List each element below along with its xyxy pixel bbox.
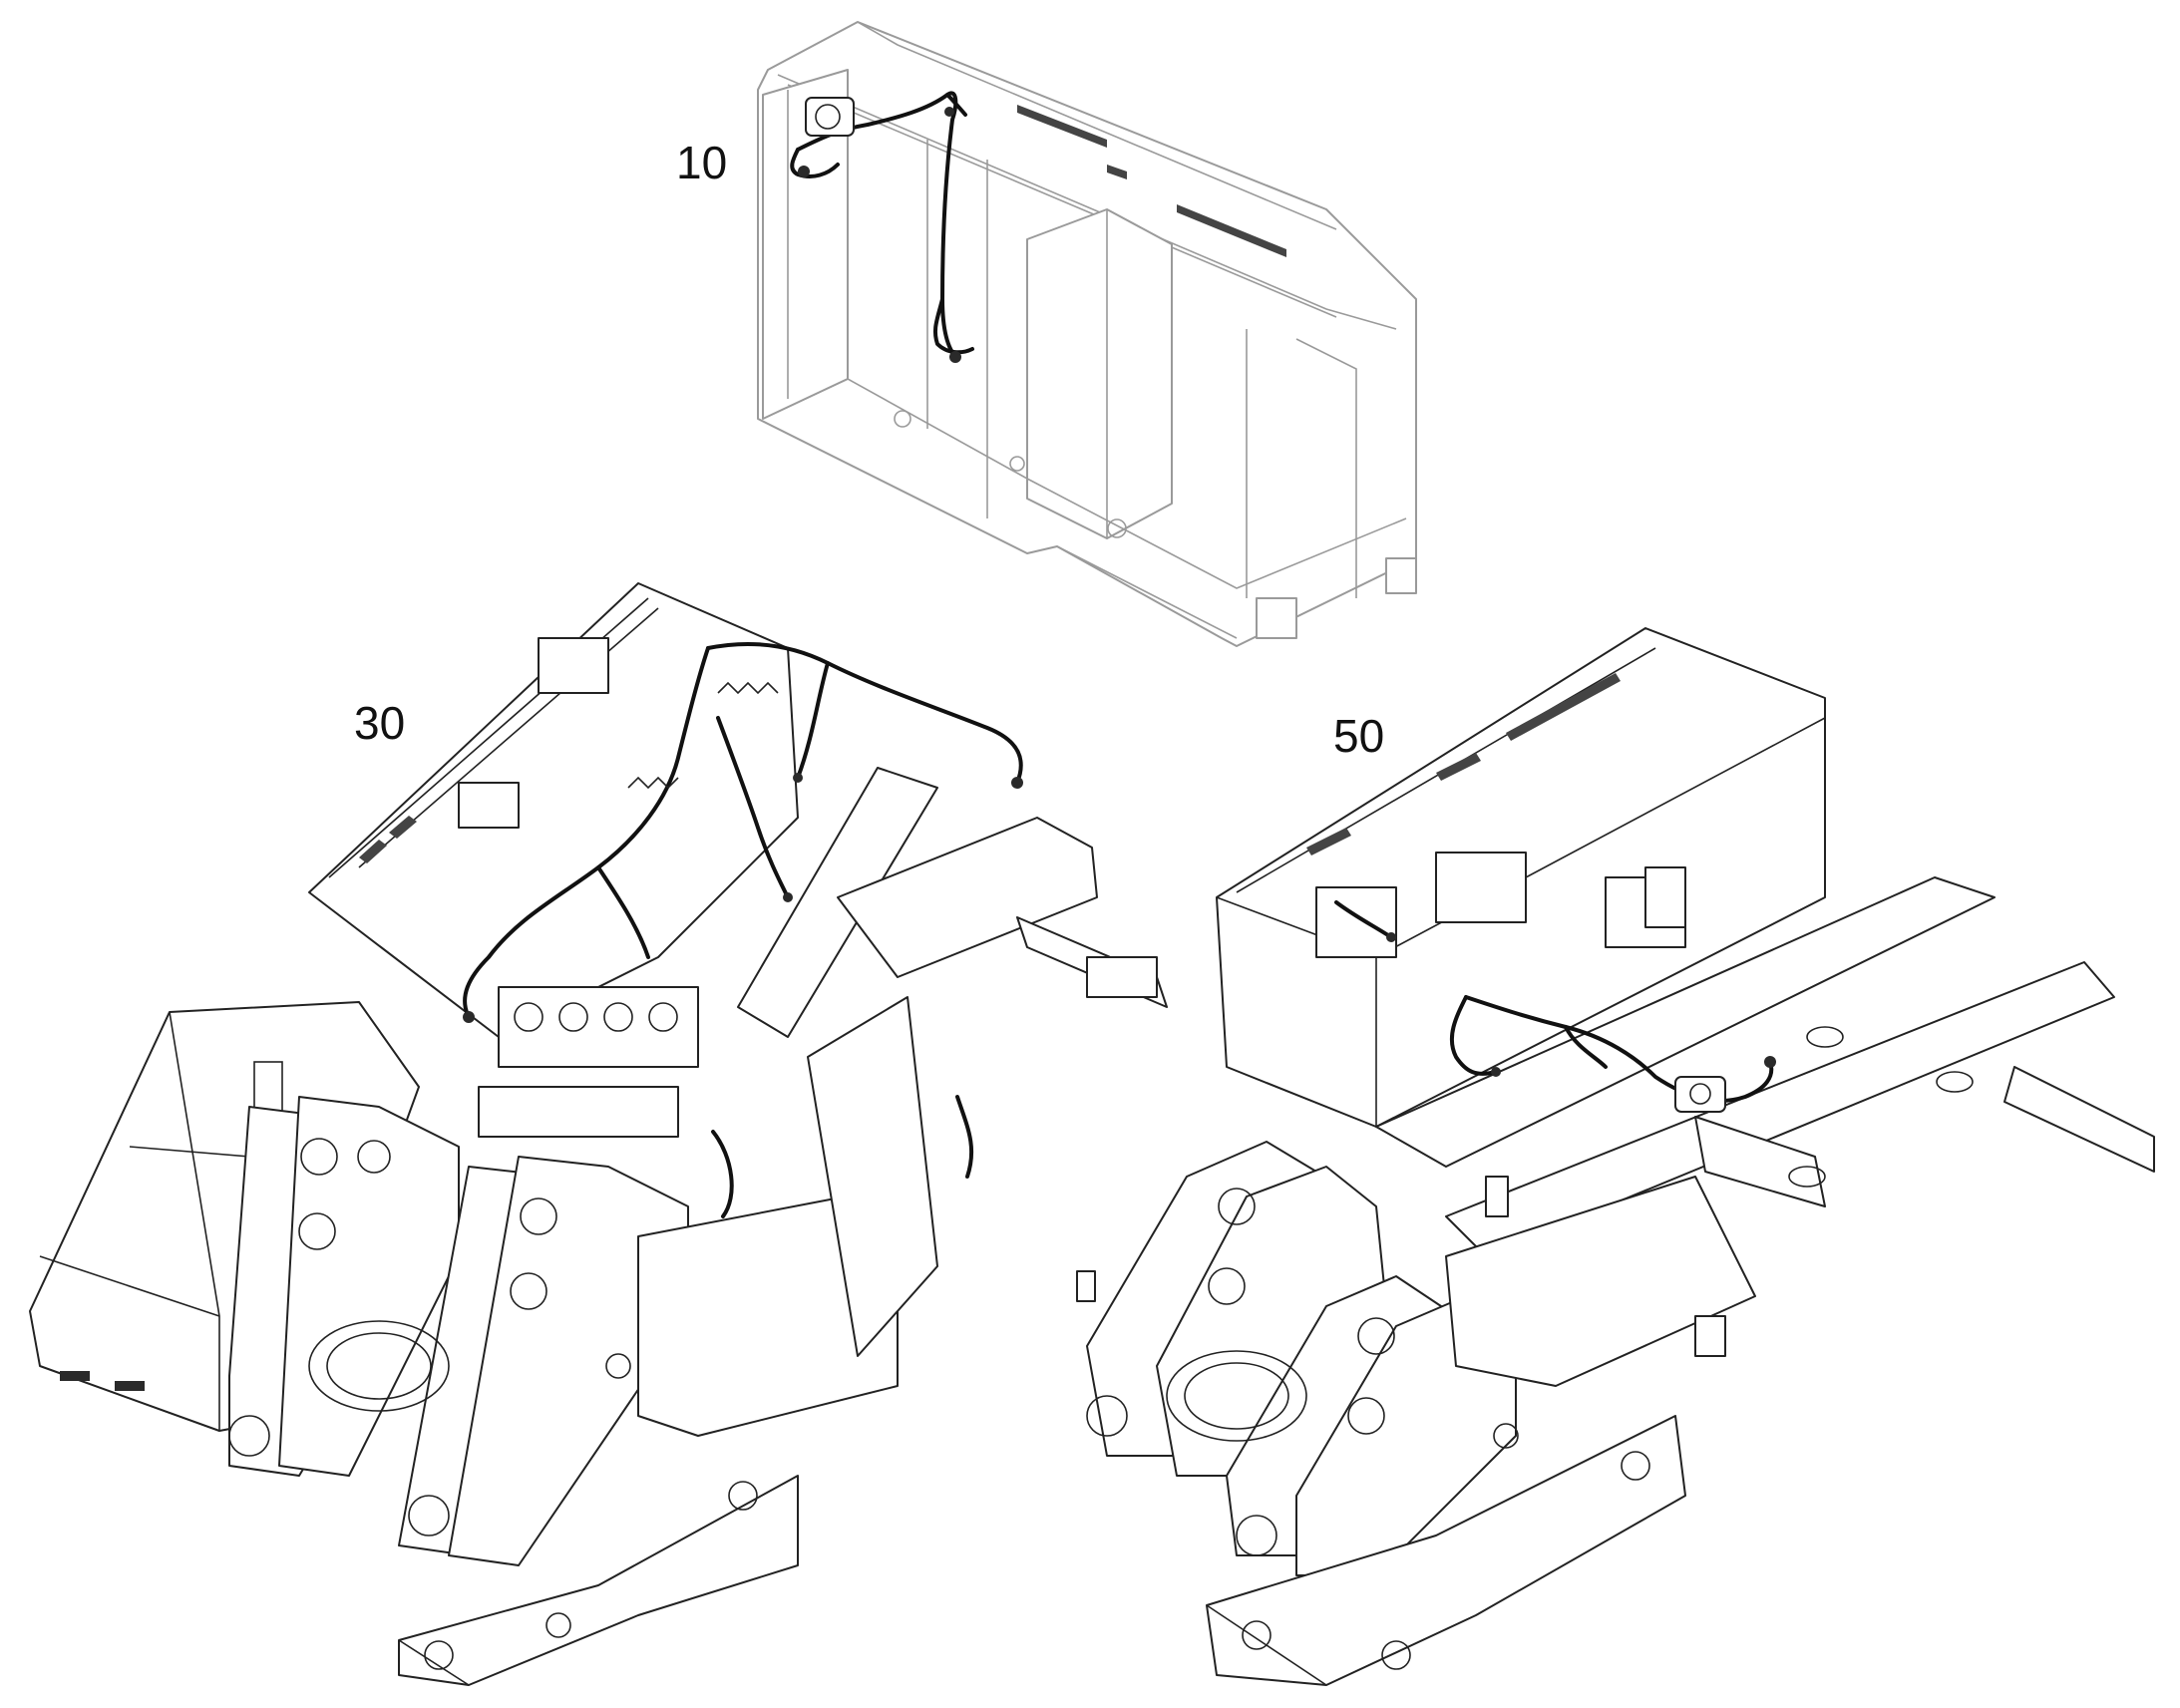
assembly-10-frame: [757, 21, 1417, 647]
frame-30-boom-pair-2: [398, 1156, 689, 1566]
callout-30: 30: [354, 697, 406, 749]
frame-30-coil: [627, 681, 779, 790]
harness-50: [1334, 900, 1776, 1103]
frame-50-boom-pair: [1086, 1141, 1387, 1477]
assembly-30-frame: [29, 582, 1168, 1686]
frame-30-boom-pair: [228, 1096, 460, 1477]
frame-10-grilles: [1017, 105, 1286, 257]
frame-50-grilles: [1306, 673, 1621, 855]
frame-10-pump: [805, 97, 855, 137]
frame-30-grilles: [359, 816, 417, 863]
harness-30: [463, 642, 1023, 1218]
harness-10: [790, 91, 974, 363]
frame-50-motor: [1674, 1076, 1726, 1113]
callout-10: 10: [676, 137, 728, 188]
frame-30-valve-block: [478, 986, 699, 1138]
callout-50: 50: [1333, 710, 1385, 762]
assembly-50-frame: [1076, 627, 2155, 1686]
